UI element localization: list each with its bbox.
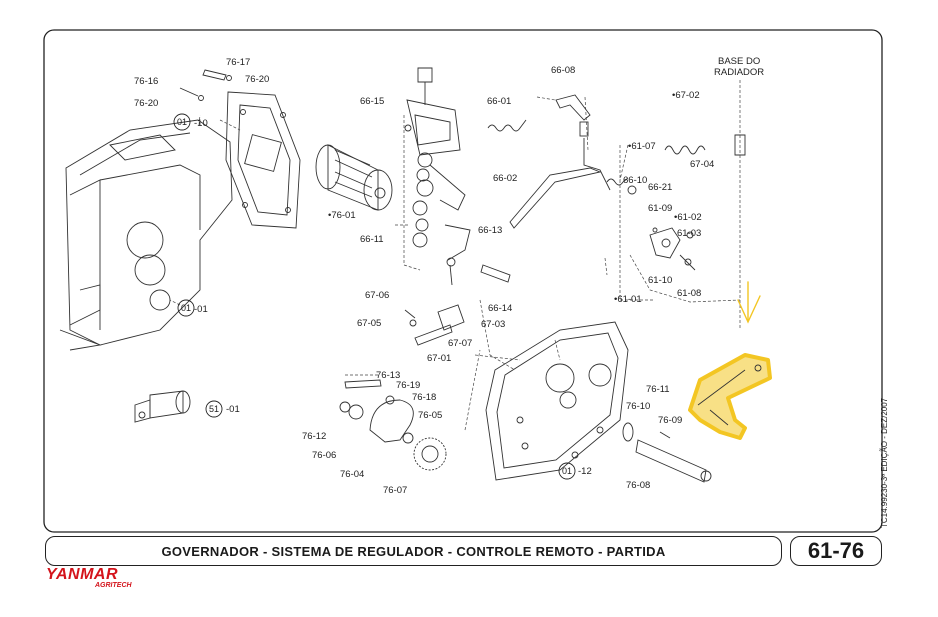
spring-66-01 xyxy=(487,119,527,132)
label-76-11: 76-11 xyxy=(646,384,670,395)
brand-name: YANMAR xyxy=(46,566,119,583)
label-76-17: 76-17 xyxy=(226,57,250,68)
note-radiator-base-line1: BASE DO xyxy=(718,56,760,67)
label-76-05: 76-05 xyxy=(418,410,442,421)
part-labels: 76-17 76-16 76-20 76-20 -10 -01 66-15 •7… xyxy=(134,56,764,496)
note-radiator-base-line2: RADIADOR xyxy=(714,67,764,78)
circled-reference-numbers: 01 01 51 01 xyxy=(177,117,572,476)
label-67-01: 67-01 xyxy=(427,353,451,364)
circle-ref-01-a: 01 xyxy=(177,117,187,127)
pointer-arrow-annotation xyxy=(737,281,761,324)
label-66-14: 66-14 xyxy=(488,303,512,314)
label-76-13: 76-13 xyxy=(376,370,400,381)
title-bar: GOVERNADOR - SISTEMA DE REGULADOR - CONT… xyxy=(45,536,782,566)
label-76-19: 76-19 xyxy=(396,380,420,391)
diagram-frame xyxy=(43,29,883,533)
starter-illustration xyxy=(134,390,191,423)
page-number: 61-76 xyxy=(807,538,865,563)
label-67-04: 67-04 xyxy=(690,159,714,170)
label-ref-51-01: -01 xyxy=(226,404,240,415)
circle-ref-51: 51 xyxy=(209,404,219,414)
governor-motor-illustration xyxy=(315,144,393,211)
label-76-20-b: 76-20 xyxy=(134,98,158,109)
control-rod-illustration xyxy=(509,94,637,229)
gasket-plate-illustration xyxy=(225,91,301,229)
label-76-18: 76-18 xyxy=(412,392,436,403)
timing-cover-illustration xyxy=(485,321,629,481)
label-76-09: 76-09 xyxy=(658,415,682,426)
page-title: GOVERNADOR - SISTEMA DE REGULADOR - CONT… xyxy=(161,543,666,559)
label-66-01: 66-01 xyxy=(487,96,511,107)
label-66-08: 66-08 xyxy=(551,65,575,76)
label-76-01: •76-01 xyxy=(328,210,356,221)
label-76-07: 76-07 xyxy=(383,485,407,496)
label-76-06: 76-06 xyxy=(312,450,336,461)
label-76-20-a: 76-20 xyxy=(245,74,269,85)
label-66-21: 66-21 xyxy=(648,182,672,193)
document-code-text: TC14.99230-3ª EDIÇÃO - DEZ/2007 xyxy=(880,397,889,528)
governor-lever-assembly-illustration xyxy=(404,67,471,286)
label-61-03: 61-03 xyxy=(677,228,701,239)
label-66-02: 66-02 xyxy=(493,173,517,184)
label-66-11: 66-11 xyxy=(360,234,384,245)
page-number-box: 61-76 xyxy=(790,536,882,566)
label-67-07: 67-07 xyxy=(448,338,472,349)
label-67-05: 67-05 xyxy=(357,318,381,329)
label-67-02: •67-02 xyxy=(672,90,700,101)
label-61-10: 61-10 xyxy=(648,275,672,286)
label-66-15: 66-15 xyxy=(360,96,384,107)
crank-handle-76-11 xyxy=(688,353,772,440)
lever-61-group-illustration xyxy=(649,227,696,271)
label-61-09: 61-09 xyxy=(648,203,672,214)
document-code: TC14.99230-3ª EDIÇÃO - DEZ/2007 xyxy=(880,380,894,528)
label-61-07: •61-07 xyxy=(628,141,656,152)
circled-references xyxy=(173,113,576,480)
bolts-76-17 xyxy=(179,69,232,101)
label-61-01: •61-01 xyxy=(614,294,642,305)
label-66-13: 66-13 xyxy=(478,225,502,236)
link-67-illustration xyxy=(404,264,511,346)
label-67-06: 67-06 xyxy=(365,290,389,301)
label-67-03: 67-03 xyxy=(481,319,505,330)
spring-67-02 xyxy=(664,134,746,156)
label-61-08: 61-08 xyxy=(677,288,701,299)
label-76-04: 76-04 xyxy=(340,469,364,480)
brand-sub: AGRITECH xyxy=(95,582,132,589)
circle-ref-01-b: 01 xyxy=(181,303,191,313)
brand-logo: YANMAR AGRITECH xyxy=(46,566,156,596)
label-76-08: 76-08 xyxy=(626,480,650,491)
leader-lines xyxy=(169,80,741,431)
label-ref-10: -10 xyxy=(194,118,208,129)
gear-group-illustration xyxy=(339,379,447,471)
label-ref-01a: -01 xyxy=(194,304,208,315)
engine-block-illustration xyxy=(59,119,233,351)
label-66-10: 66-10 xyxy=(623,175,647,186)
label-76-10: 76-10 xyxy=(626,401,650,412)
circle-ref-01-c: 01 xyxy=(562,466,572,476)
label-ref-12: -12 xyxy=(578,466,592,477)
shaft-76-08-illustration xyxy=(622,422,712,483)
label-61-02: •61-02 xyxy=(674,212,702,223)
label-76-16: 76-16 xyxy=(134,76,158,87)
label-76-12: 76-12 xyxy=(302,431,326,442)
